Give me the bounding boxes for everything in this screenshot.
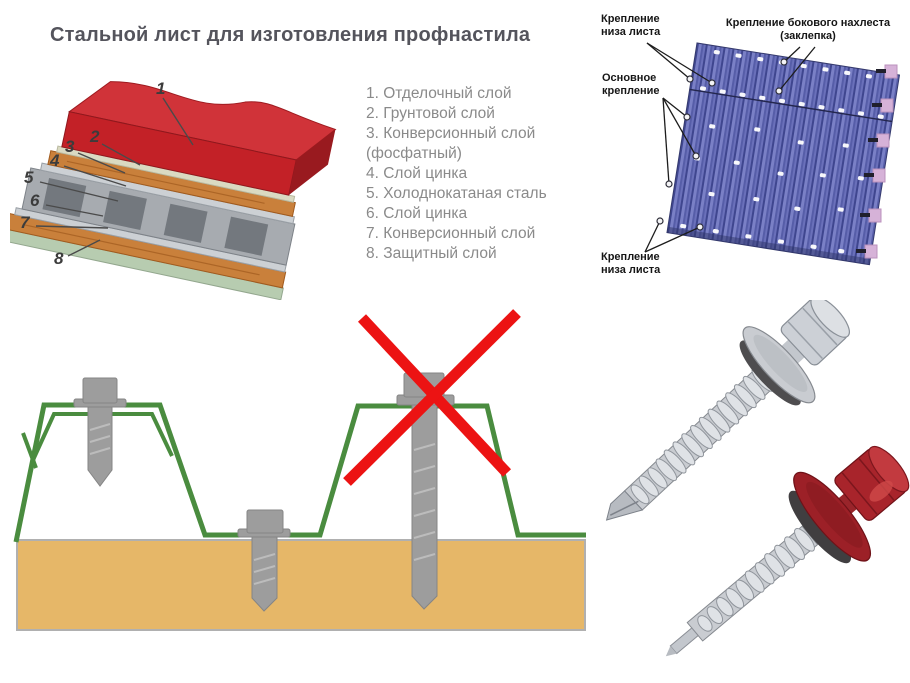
layer-number-4: 4 [49,151,60,170]
layer-number-7: 7 [20,213,31,232]
core-rib [163,203,208,243]
leader-line-1 [162,97,194,146]
fastening-scheme-illustration [644,42,901,266]
layer-number-3: 3 [65,137,75,156]
layer-stack [10,81,337,300]
legend-item: 7. Конверсионный слой [366,225,536,242]
leader-line-3 [77,152,126,174]
red-screw-tip-pin [669,627,699,655]
drill-flute-line [609,500,639,516]
label-main-fastening: Основное крепление [602,72,660,97]
pointer-lines [644,42,816,253]
wood-grain-line [24,224,260,276]
legend-item: 1. Отделочный слой [366,85,512,102]
legend-item: 4. Слой цинка [366,165,468,182]
legend-item: 3. Конверсионный слой (фосфатный) [366,125,536,162]
core-rib [224,216,269,256]
red-screw [665,445,910,657]
edge-clips [856,64,898,259]
valley-screw [237,509,291,612]
legend-item: 2. Грунтовой слой [366,105,495,122]
layer-number-6: 6 [30,191,40,210]
leader-line-7 [35,225,109,229]
hex-facet-line [787,321,823,359]
layer-1-finish-side [288,129,336,196]
layer-number-5: 5 [24,168,34,187]
label-side-overlap-fastening: Крепление бокового нахлеста (заклепка) [725,17,891,42]
layer-number-1: 1 [156,79,165,98]
label-bottom-edge-fastening-top: Крепление низа листа [601,13,661,38]
core-rib [42,177,87,218]
page-title: Стальной лист для изготовления профнасти… [50,24,531,46]
layer-1-finish-top-face [68,81,337,161]
leader-line-4 [63,165,127,187]
crest-screw [73,377,127,487]
zinc-screw-threads [630,367,775,505]
zinc-screw [605,300,850,521]
red-washer-shading [806,481,863,548]
layer-number-2: 2 [89,127,100,146]
red-cross-icon [343,309,521,486]
fastener-dots [680,49,884,254]
leader-line-6 [45,204,104,217]
legend-item: 6. Слой цинка [366,205,468,222]
overlap-sheet-stub [21,432,38,469]
layers-legend: 1. Отделочный слой 2. Грунтовой слой 3. … [366,84,578,264]
steel-layers-illustration: 1 2 3 4 5 6 7 8 [10,79,337,300]
hex-facet-line [841,472,878,515]
legend-item: 5. Холоднокатаная сталь [366,185,547,202]
overlap-seam [689,88,893,123]
hex-head-top-face [810,300,850,338]
leader-line-2 [101,143,141,166]
red-hex-head-top-face [868,445,910,493]
roofing-screws-illustration [605,300,910,657]
label-bottom-edge-fastening-bottom: Крепление низа листа [601,251,661,276]
legend-item: 8. Защитный слой [366,245,497,262]
sheet-bottom-edge [666,226,871,265]
screw-placement-diagram [13,309,586,631]
wooden-base [16,539,586,631]
washer-shading [753,334,808,392]
leader-line-8 [67,239,101,257]
leader-line-5 [39,181,119,202]
head-highlight [869,480,893,502]
wood-grain-line [66,160,265,204]
red-screw-point [665,645,677,657]
layer-number-8: 8 [54,249,64,268]
hex-facet-line [802,307,838,346]
red-screw-threads [697,528,815,632]
corrugated-sheet [666,42,901,266]
